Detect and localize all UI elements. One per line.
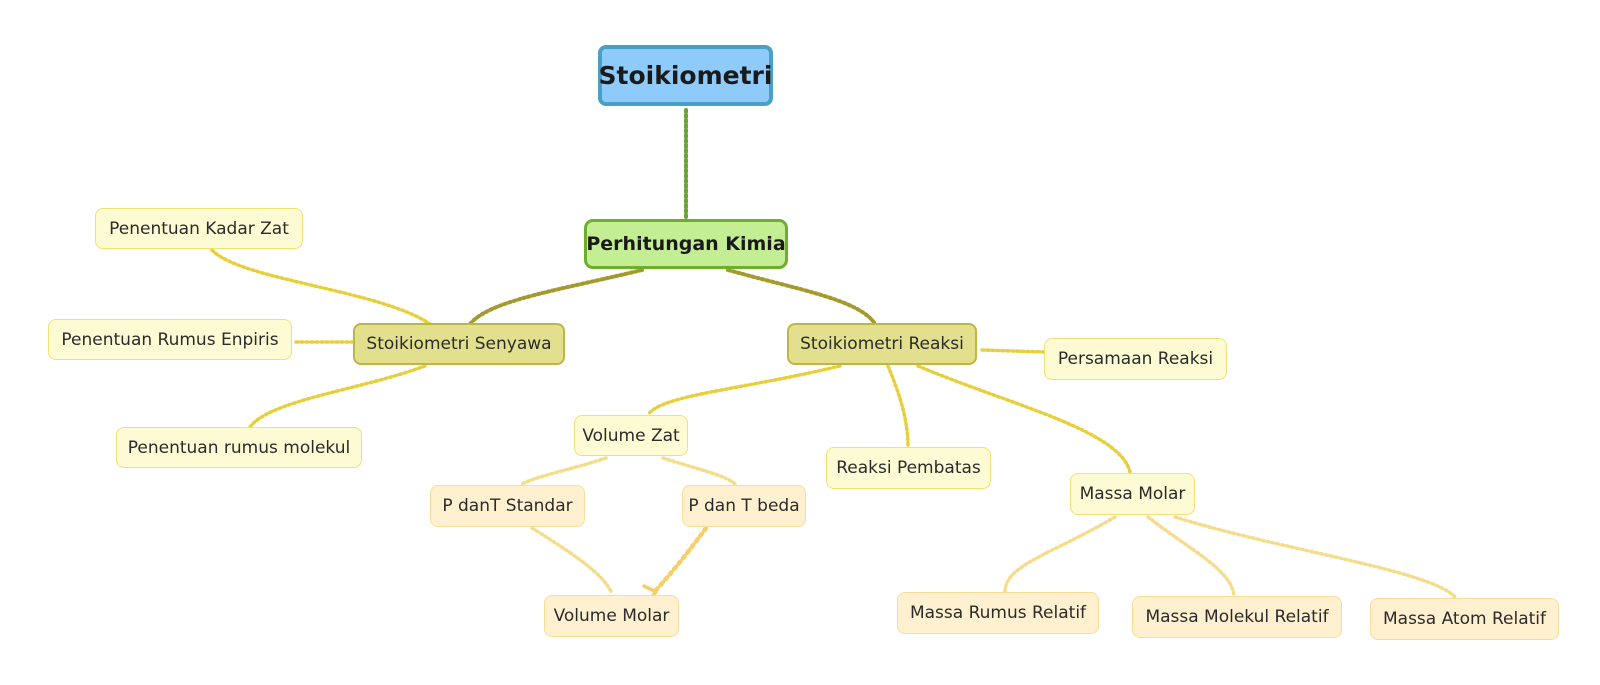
edge-beda-volume-molar	[653, 525, 709, 593]
node-massa-molar[interactable]: Massa Molar	[1070, 473, 1195, 515]
node-penentuan-kadar-zat[interactable]: Penentuan Kadar Zat	[95, 208, 303, 249]
node-massa-molekul-relatif[interactable]: Massa Molekul Relatif	[1132, 596, 1342, 638]
node-massa-rumus-relatif[interactable]: Massa Rumus Relatif	[897, 592, 1099, 634]
edge-reaksi-pembatas	[886, 364, 910, 449]
edge-senyawa-molekul	[248, 364, 427, 429]
node-massa-atom-relatif[interactable]: Massa Atom Relatif	[1370, 598, 1559, 640]
node-persamaan-reaksi[interactable]: Persamaan Reaksi	[1044, 338, 1227, 380]
node-stoikiometri-senyawa[interactable]: Stoikiometri Senyawa	[353, 323, 565, 365]
node-reaksi-pembatas[interactable]: Reaksi Pembatas	[826, 447, 991, 489]
node-volume-molar[interactable]: Volume Molar	[544, 595, 679, 637]
node-penentuan-rumus-empiris[interactable]: Penentuan Rumus Enpiris	[48, 319, 292, 360]
edge-volume-standar	[520, 456, 608, 486]
edge-molar-atom	[1173, 515, 1457, 599]
edge-perhitungan-senyawa	[468, 268, 644, 326]
edge-standar-volume-molar	[530, 526, 614, 596]
node-stoikiometri-reaksi[interactable]: Stoikiometri Reaksi	[787, 323, 977, 365]
edge-volume-beda	[661, 456, 737, 486]
edge-molar-molekul	[1146, 515, 1236, 598]
node-stoikiometri[interactable]: Stoikiometri	[598, 45, 773, 106]
edge-senyawa-kadar	[210, 248, 432, 326]
node-p-t-beda[interactable]: P dan T beda	[682, 485, 806, 527]
edge-reaksi-persamaan	[980, 348, 1047, 354]
node-volume-zat[interactable]: Volume Zat	[574, 415, 688, 456]
edge-perhitungan-reaksi	[726, 268, 877, 326]
edge-reaksi-massa-molar	[916, 364, 1132, 474]
node-p-t-standar[interactable]: P danT Standar	[430, 485, 585, 527]
edge-reaksi-volume	[646, 364, 842, 417]
node-perhitungan-kimia[interactable]: Perhitungan Kimia	[584, 219, 788, 269]
edge-molar-rumus	[1003, 515, 1117, 594]
node-penentuan-rumus-molekul[interactable]: Penentuan rumus molekul	[116, 427, 362, 468]
